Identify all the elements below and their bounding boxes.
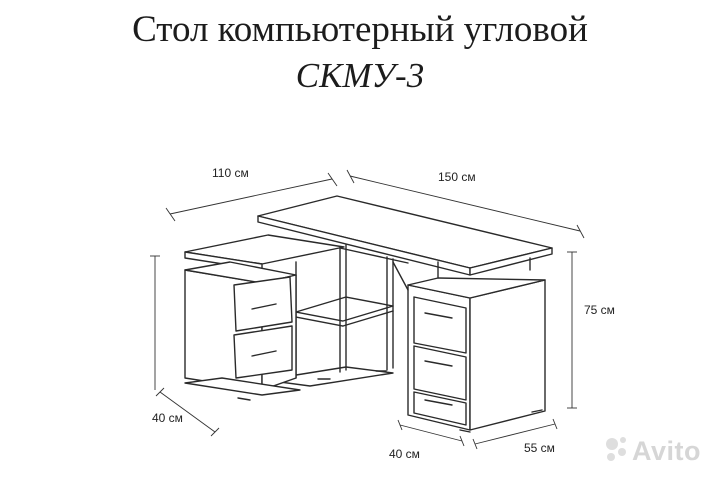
right-pedestal [407, 257, 546, 433]
dimension-label-right-width: 150 см [438, 170, 476, 184]
dimension-label-right-depth-front: 40 см [389, 447, 420, 461]
avito-logo-icon [606, 437, 626, 461]
left-pedestal [184, 261, 301, 401]
dimension-line-55 [472, 418, 558, 450]
main-tabletop [257, 195, 553, 276]
dimension-label-left-width: 110 см [212, 166, 249, 180]
connector-edge [392, 261, 409, 291]
dimension-label-right-depth-side: 55 см [524, 441, 555, 455]
product-title: Стол компьютерный угловой [132, 9, 588, 50]
connector-beam [339, 247, 409, 264]
dimension-label-left-depth: 40 см [152, 411, 183, 425]
product-model: СКМУ-3 [295, 56, 425, 95]
dimension-line-75 [567, 251, 577, 409]
dimension-line-left-40 [150, 255, 220, 437]
side-tabletop [184, 234, 345, 271]
dimension-line-150 [346, 169, 585, 239]
watermark-text: Avito [632, 436, 701, 466]
dimension-line-right-40 [397, 419, 465, 447]
dimension-label-height: 75 см [584, 303, 615, 317]
dimension-line-110 [165, 172, 338, 222]
